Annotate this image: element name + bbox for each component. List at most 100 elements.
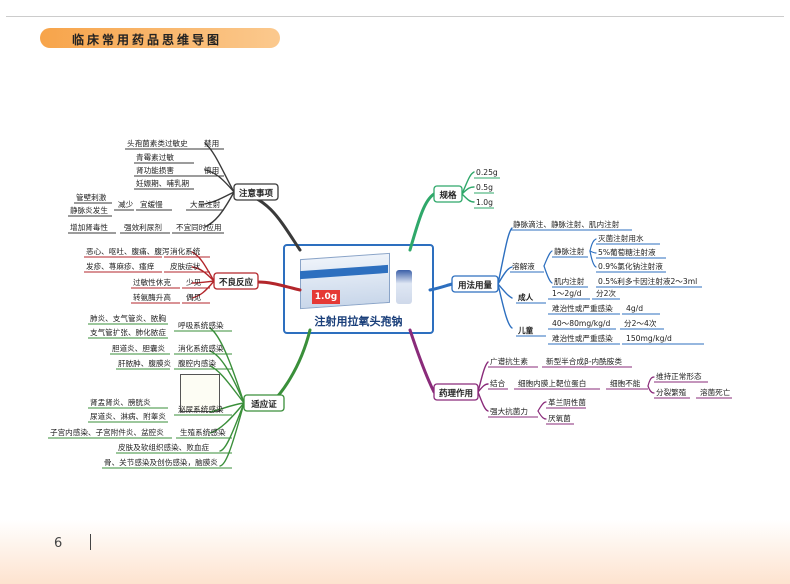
map-leaf: 细胞内膜上靶位蛋白 (518, 378, 586, 388)
map-leaf: 肾盂肾炎、膀胱炎 (90, 397, 151, 407)
topic-usage-label: 用法用量 (457, 280, 493, 291)
map-leaf: 禁用 (204, 139, 219, 148)
cartoon-doctor-icon (180, 374, 220, 412)
map-leaf: 慎用 (204, 165, 219, 175)
map-leaf: 肌内注射 (554, 276, 585, 286)
map-leaf: 宜缓慢 (140, 199, 163, 209)
map-leaf: 150mg/kg/d (626, 334, 672, 343)
branch-link (461, 171, 475, 195)
central-topic-label: 注射用拉氧头孢钠 (314, 315, 403, 328)
map-leaf: 溶解液 (512, 261, 535, 271)
map-leaf: 静脉滴注、静脉注射、肌内注射 (513, 219, 620, 229)
trunk-pharma (408, 328, 436, 394)
map-leaf: 不宜同时应用 (176, 222, 222, 232)
page-title: 临床常用药品思维导图 (72, 33, 223, 47)
branch-link (191, 266, 215, 282)
branch-link (543, 250, 553, 267)
branch-link (204, 191, 235, 205)
map-leaf: 支气管扩张、肺化脓症 (90, 327, 166, 337)
map-leaf: 新型半合成β-内酰胺类 (546, 356, 622, 366)
map-leaf: 维持正常形态 (656, 371, 702, 381)
branch-link (204, 191, 235, 228)
branch-link (191, 251, 215, 282)
branch-link (589, 238, 597, 252)
map-leaf: 4g/d (626, 304, 643, 313)
map-leaf: 转氨酶升高 (133, 292, 171, 302)
map-leaf: 静脉注射 (554, 246, 585, 256)
map-leaf: 结合 (490, 378, 506, 388)
map-leaf: 大量注射 (190, 199, 221, 209)
map-leaf: 肾功能损害 (136, 165, 174, 175)
page-divider (90, 534, 91, 550)
branch-link (461, 186, 475, 195)
map-leaf: 广谱抗生素 (490, 356, 528, 366)
map-leaf: 40～80mg/kg/d (552, 319, 610, 328)
branch-link (191, 280, 215, 284)
bottom-band (0, 520, 790, 584)
map-leaf: 恶心、呕吐、腹痛、腹泻 (86, 246, 170, 256)
topic-spec-label: 规格 (439, 190, 457, 201)
branch-link (497, 227, 513, 285)
map-leaf: 1.0g (476, 198, 493, 207)
map-leaf: 管壁刺激 (76, 192, 107, 202)
title-tab (40, 28, 280, 48)
branch-link (461, 193, 475, 203)
map-leaf: 少见 (186, 278, 202, 287)
map-leaf: 0.9%氯化钠注射液 (598, 261, 663, 271)
map-leaf: 骨、关节感染及创伤感染，脑膜炎 (104, 457, 218, 467)
map-leaf: 妊娠期、哺乳期 (136, 178, 190, 188)
map-leaf: 成人 (518, 292, 534, 302)
branch-link (477, 383, 489, 393)
map-leaf: 革兰阴性菌 (548, 397, 586, 407)
map-leaf: 肝脓肿、腹膜炎 (118, 358, 172, 368)
map-leaf: 生殖系统感染 (180, 427, 226, 437)
branch-link (497, 283, 513, 329)
branch-link (543, 265, 553, 284)
branch-nodes: 注意事项头孢菌素类过敏史禁用青霉素过敏肾功能损害慎用妊娠期、哺乳期管壁刺激静脉炎… (50, 138, 731, 467)
map-leaf: 腹腔内感染 (178, 358, 216, 368)
trunk-spec (408, 192, 436, 252)
topic-adverse-label: 不良反应 (219, 277, 254, 288)
map-leaf: 灭菌注射用水 (598, 233, 644, 243)
topic-indication-box[interactable] (243, 394, 285, 412)
branch-link (589, 250, 597, 268)
branch-link (209, 365, 245, 404)
map-leaf: 1～2g/d (552, 289, 582, 298)
branch-link (204, 142, 235, 193)
map-leaf: 难治性或严重感染 (552, 303, 613, 313)
branch-link (209, 402, 245, 413)
topic-usage-box[interactable] (451, 275, 499, 293)
branch-link (209, 350, 245, 404)
branch-link (537, 401, 547, 412)
map-leaf: 5%葡萄糖注射液 (598, 247, 656, 257)
topic-adverse-box[interactable] (213, 272, 259, 290)
branch-link (497, 266, 513, 285)
map-leaf: 青霉素过敏 (136, 152, 174, 162)
branch-link (647, 385, 655, 394)
drug-dose-tag: 1.0g (312, 290, 340, 304)
map-leaf: 溶菌死亡 (700, 387, 731, 397)
branch-link (477, 391, 489, 412)
map-leaf: 皮肤及软组织感染、败血症 (118, 442, 210, 452)
map-leaf: 呼吸系统感染 (178, 320, 224, 330)
map-leaf: 肺炎、支气管炎、脓胸 (90, 313, 166, 323)
map-leaf: 0.5%利多卡因注射液2～3ml (598, 276, 697, 286)
topic-pharma-label: 药理作用 (439, 388, 473, 399)
map-leaf: 偶见 (186, 292, 202, 302)
map-leaf: 消化系统感染 (178, 343, 224, 353)
branch-link (477, 361, 489, 393)
topic-spec-box[interactable] (433, 185, 463, 203)
map-leaf: 儿童 (517, 325, 534, 335)
map-leaf: 0.5g (476, 183, 493, 192)
page-number: 6 (54, 536, 63, 551)
topic-indication-label: 适应证 (251, 399, 277, 410)
map-leaf: 尿道炎、淋病、附睾炎 (90, 411, 166, 421)
drug-vial-image (396, 270, 412, 304)
map-leaf: 子宫内感染、子宫附件炎、盆腔炎 (50, 427, 164, 437)
map-leaf: 增加肾毒性 (70, 222, 108, 232)
topic-caution-box[interactable] (233, 183, 279, 201)
map-leaf: 分裂繁殖 (656, 387, 687, 397)
trunk-adverse (256, 280, 302, 292)
topic-pharma-box[interactable] (433, 383, 479, 401)
